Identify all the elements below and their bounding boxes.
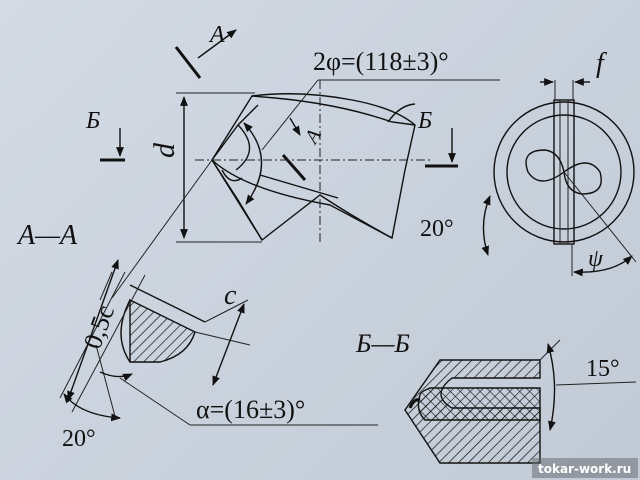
- angle-20-right-label: 20°: [420, 216, 454, 242]
- section-b-left-label: Б: [85, 108, 100, 134]
- drill-tip-view: [100, 79, 500, 299]
- watermark-background: [532, 458, 638, 478]
- f-label: f: [596, 48, 607, 79]
- drill-end-view: [481, 78, 637, 277]
- section-bb-title: Б—Б: [355, 329, 410, 358]
- angle-15-label: 15°: [586, 356, 620, 382]
- section-b-right-label: Б: [417, 108, 432, 134]
- diameter-label: d: [148, 142, 181, 158]
- section-a-label: A: [208, 22, 225, 48]
- point-angle-label: 2φ=(118±3)°: [313, 47, 449, 76]
- section-bb: [404, 339, 637, 464]
- section-aa: [59, 259, 378, 426]
- alpha-label: α=(16±3)°: [196, 395, 305, 424]
- psi-label: ψ: [588, 246, 604, 272]
- section-aa-title: A—A: [16, 220, 78, 251]
- section-mark-a-top: [174, 29, 237, 79]
- watermark-text: tokar-work.ru: [538, 462, 631, 476]
- c-label: c: [224, 280, 237, 311]
- angle-20-left-label: 20°: [62, 426, 96, 452]
